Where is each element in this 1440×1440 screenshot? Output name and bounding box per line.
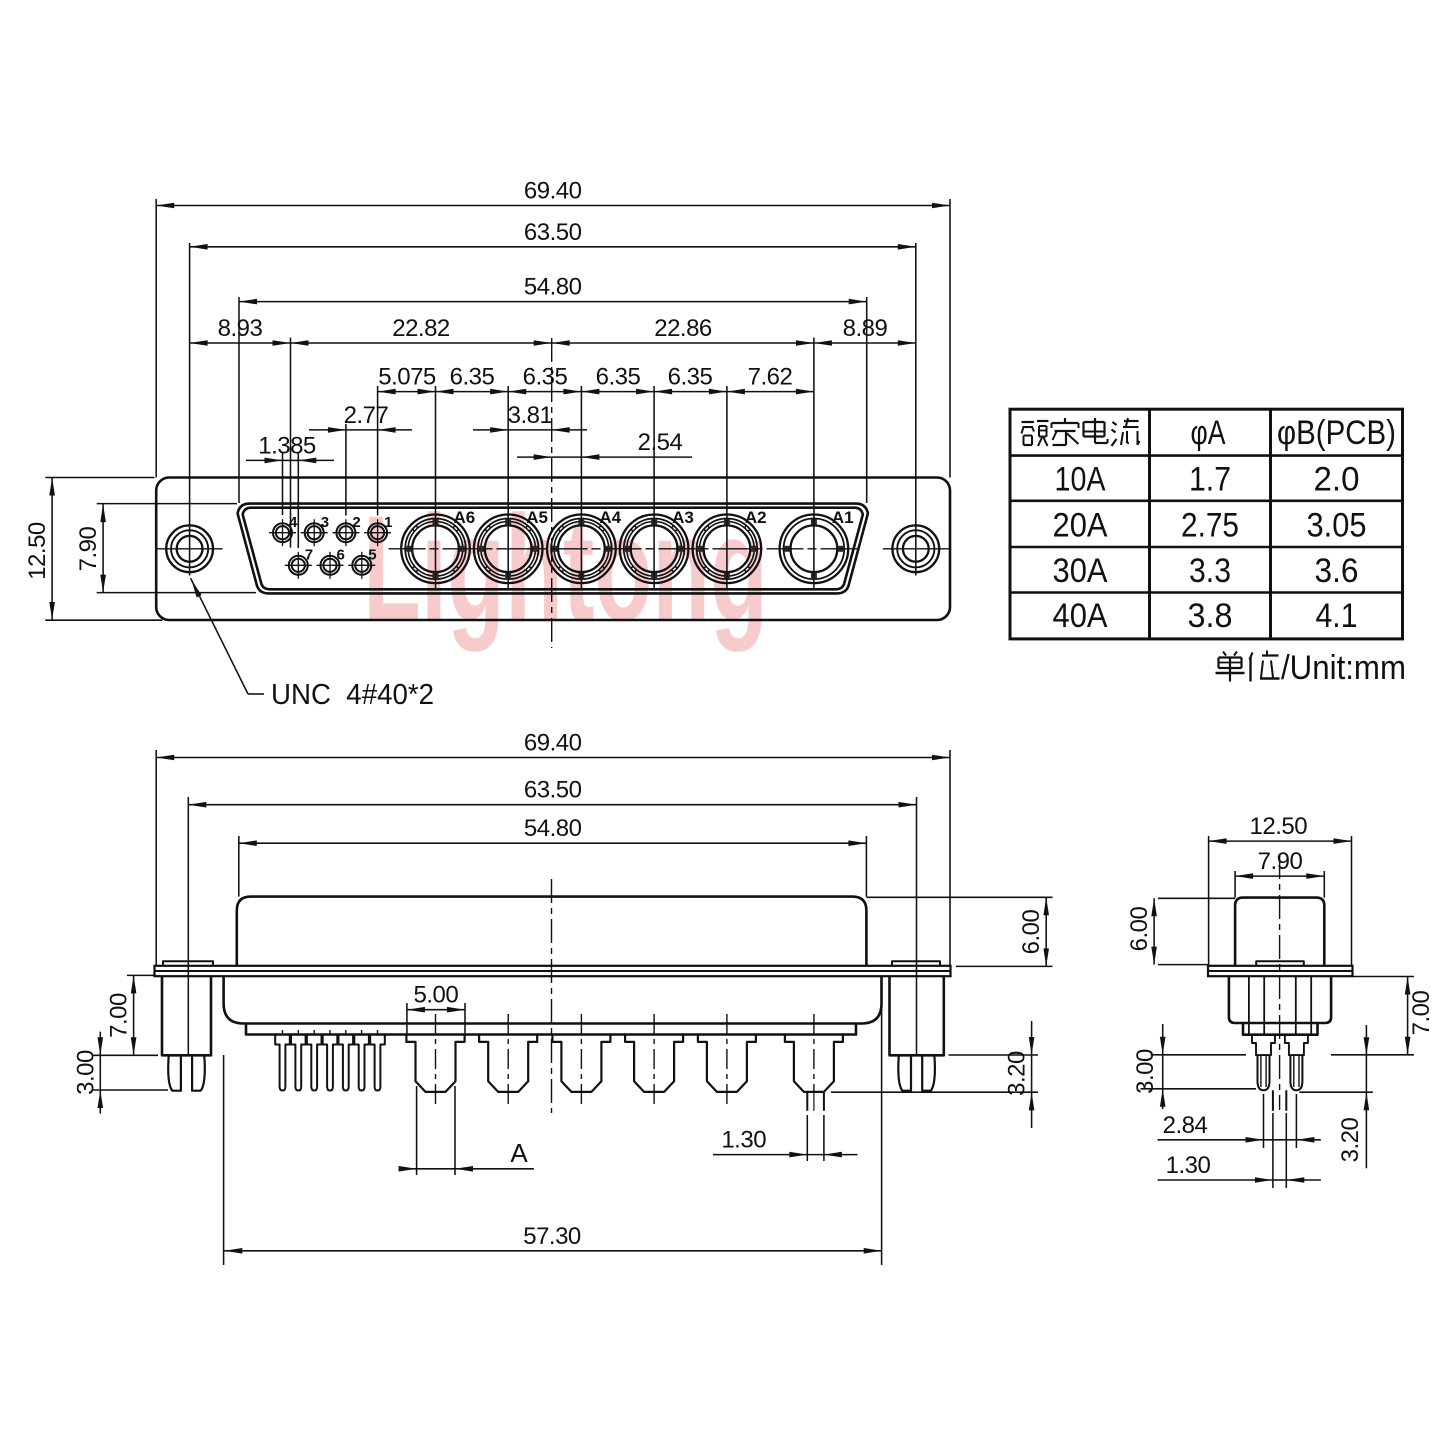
svg-text:69.40: 69.40 bbox=[524, 730, 582, 757]
svg-text:57.30: 57.30 bbox=[523, 1223, 581, 1250]
svg-text:3.20: 3.20 bbox=[1337, 1117, 1364, 1162]
svg-text:1.30: 1.30 bbox=[1166, 1152, 1211, 1179]
svg-text:69.40: 69.40 bbox=[524, 178, 582, 205]
svg-text:3.05: 3.05 bbox=[1307, 506, 1367, 544]
svg-text:3.00: 3.00 bbox=[72, 1050, 99, 1095]
svg-text:12.50: 12.50 bbox=[1250, 813, 1308, 840]
svg-text:1.30: 1.30 bbox=[721, 1127, 766, 1154]
svg-text:3.3: 3.3 bbox=[1189, 552, 1231, 590]
svg-text:54.80: 54.80 bbox=[524, 815, 582, 842]
svg-text:63.50: 63.50 bbox=[524, 777, 582, 804]
svg-text:5.075: 5.075 bbox=[378, 364, 436, 391]
svg-text:A2: A2 bbox=[745, 508, 767, 527]
svg-text:40A: 40A bbox=[1053, 597, 1108, 635]
svg-text:6.35: 6.35 bbox=[596, 364, 641, 391]
svg-text:UNC 4#40*2: UNC 4#40*2 bbox=[271, 679, 434, 711]
svg-text:7.00: 7.00 bbox=[1408, 990, 1435, 1035]
svg-text:2.84: 2.84 bbox=[1163, 1112, 1208, 1139]
svg-text:8.89: 8.89 bbox=[843, 315, 888, 342]
svg-text:6: 6 bbox=[337, 547, 345, 564]
svg-text:1.7: 1.7 bbox=[1189, 461, 1231, 499]
svg-text:8.93: 8.93 bbox=[218, 315, 263, 342]
svg-text:A1: A1 bbox=[832, 508, 854, 527]
svg-text:A5: A5 bbox=[526, 508, 548, 527]
svg-text:3: 3 bbox=[321, 514, 329, 531]
svg-text:7.90: 7.90 bbox=[1258, 848, 1303, 875]
svg-text:7: 7 bbox=[305, 547, 313, 564]
svg-text:63.50: 63.50 bbox=[524, 219, 582, 246]
svg-text:6.35: 6.35 bbox=[668, 364, 713, 391]
svg-text:5.00: 5.00 bbox=[414, 982, 459, 1009]
svg-text:φA: φA bbox=[1191, 414, 1226, 452]
svg-text:3.6: 3.6 bbox=[1315, 552, 1359, 590]
svg-text:4: 4 bbox=[289, 514, 298, 531]
svg-text:1.385: 1.385 bbox=[258, 432, 316, 459]
svg-text:6.00: 6.00 bbox=[1126, 906, 1153, 951]
svg-text:30A: 30A bbox=[1053, 552, 1108, 590]
svg-text:6.35: 6.35 bbox=[523, 364, 568, 391]
svg-text:7.62: 7.62 bbox=[748, 364, 793, 391]
svg-text:22.86: 22.86 bbox=[654, 315, 712, 342]
svg-text:54.80: 54.80 bbox=[524, 274, 582, 301]
svg-text:22.82: 22.82 bbox=[392, 315, 450, 342]
svg-text:2.54: 2.54 bbox=[638, 429, 683, 456]
svg-text:10A: 10A bbox=[1055, 461, 1106, 499]
svg-text:2: 2 bbox=[352, 514, 360, 531]
svg-text:7.00: 7.00 bbox=[106, 993, 133, 1038]
svg-text:2.75: 2.75 bbox=[1181, 506, 1239, 544]
svg-text:3.20: 3.20 bbox=[1004, 1051, 1031, 1096]
svg-text:A: A bbox=[510, 1138, 528, 1168]
svg-text:3.81: 3.81 bbox=[508, 402, 553, 429]
svg-text:3.8: 3.8 bbox=[1188, 597, 1233, 635]
svg-text:A4: A4 bbox=[599, 508, 621, 527]
svg-text:1: 1 bbox=[384, 514, 392, 531]
svg-text:2.0: 2.0 bbox=[1314, 461, 1360, 499]
svg-text:6.00: 6.00 bbox=[1018, 909, 1045, 954]
svg-text:A6: A6 bbox=[454, 508, 476, 527]
svg-text:/Unit:mm: /Unit:mm bbox=[1281, 649, 1406, 687]
svg-text:3.00: 3.00 bbox=[1132, 1049, 1159, 1094]
svg-text:2.77: 2.77 bbox=[344, 402, 389, 429]
svg-text:20A: 20A bbox=[1053, 506, 1108, 544]
svg-text:Lightong: Lightong bbox=[363, 484, 768, 652]
svg-text:4.1: 4.1 bbox=[1316, 597, 1358, 635]
svg-text:A3: A3 bbox=[672, 508, 694, 527]
svg-text:7.90: 7.90 bbox=[75, 526, 102, 571]
svg-text:φB(PCB): φB(PCB) bbox=[1277, 414, 1396, 452]
svg-text:12.50: 12.50 bbox=[24, 522, 51, 580]
svg-text:5: 5 bbox=[368, 547, 376, 564]
svg-text:6.35: 6.35 bbox=[450, 364, 495, 391]
